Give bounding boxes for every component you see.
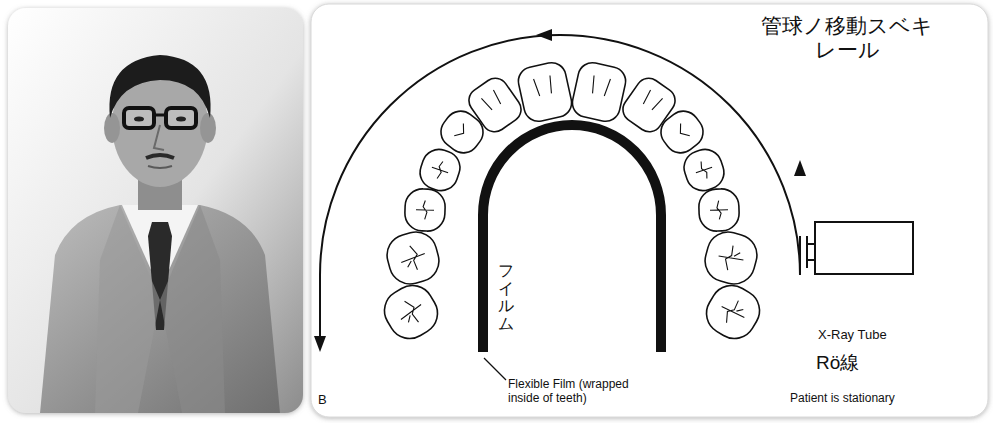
arrowhead	[794, 160, 806, 176]
tooth-crease	[716, 243, 747, 274]
tube-window	[806, 236, 808, 268]
glasses	[124, 108, 154, 128]
tooth-outline	[680, 145, 729, 195]
tube-label: Rö線	[816, 352, 896, 374]
tooth	[404, 188, 445, 231]
glasses	[166, 108, 196, 128]
flexible-film	[483, 125, 661, 352]
moustache	[146, 155, 174, 158]
tube-window	[799, 236, 801, 268]
lapel	[95, 205, 160, 413]
portrait-photo	[8, 8, 303, 413]
tooth-crease	[398, 243, 429, 274]
portrait-figure	[40, 55, 280, 413]
tooth-crease	[590, 75, 610, 96]
tooth-crease	[429, 159, 451, 182]
tooth-crease	[416, 200, 435, 220]
tooth	[700, 227, 761, 288]
tooth-outline	[416, 145, 465, 195]
mouth	[148, 166, 172, 168]
suit	[40, 205, 280, 413]
tooth-crease	[710, 200, 729, 220]
panel-letter: B	[318, 393, 348, 408]
ear	[104, 113, 120, 143]
tooth-crease	[693, 159, 715, 182]
tooth-crease	[394, 295, 428, 329]
patient-note: Patient is stationary	[790, 392, 960, 406]
tube-neck	[807, 243, 815, 245]
tooth	[570, 60, 629, 124]
tooth-outline	[698, 188, 739, 231]
tube-neck	[807, 259, 815, 261]
tooth-outline	[382, 227, 443, 288]
tooth-crease	[716, 295, 750, 329]
dental-arch	[377, 60, 768, 346]
eye	[176, 117, 186, 122]
rail-note: 管球ノ移動スベキ レール	[752, 14, 942, 62]
tooth-crease	[676, 124, 690, 140]
tooth	[377, 278, 446, 347]
tooth	[516, 60, 575, 124]
tooth	[382, 227, 443, 288]
tube-box	[815, 222, 913, 274]
arrowhead	[314, 336, 326, 352]
tooth	[416, 145, 465, 195]
nose	[154, 125, 164, 150]
photo-frame	[8, 8, 303, 413]
ear	[200, 113, 216, 143]
leader-line	[484, 358, 506, 380]
diagram-panel	[311, 4, 988, 417]
tooth-outline	[699, 278, 768, 347]
x-ray-tube	[800, 222, 913, 274]
tooth-outline	[377, 278, 446, 347]
tooth	[680, 145, 729, 195]
film-label: フイルム	[498, 262, 514, 332]
tooth	[699, 278, 768, 347]
lapel	[160, 205, 225, 413]
film-callout: Flexible Film (wrapped inside of teeth)	[508, 378, 658, 406]
arrowhead	[536, 29, 552, 41]
tooth-outline	[570, 60, 629, 124]
tooth-outline	[404, 188, 445, 231]
tooth-crease	[454, 124, 468, 140]
glasses	[154, 114, 166, 117]
tooth	[698, 188, 739, 231]
tooth-crease	[481, 90, 502, 111]
tooth-outline	[700, 227, 761, 288]
tooth-outline	[516, 60, 575, 124]
tooth-crease	[642, 90, 663, 111]
tooth-crease	[534, 75, 554, 96]
tube-label: X-Ray Tube	[818, 328, 928, 343]
eye	[134, 117, 144, 122]
